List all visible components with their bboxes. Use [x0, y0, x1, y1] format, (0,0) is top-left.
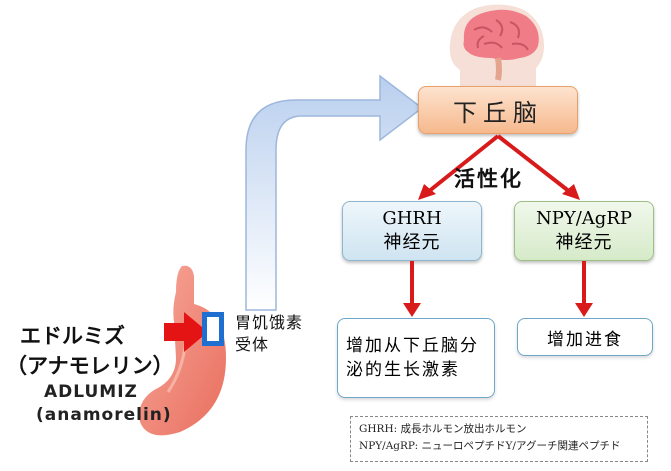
npy-down-arrow	[575, 261, 593, 317]
outcome-food-intake-box: 增加进食	[517, 318, 653, 356]
activation-label: 活性化	[454, 167, 523, 191]
receptor-line1: 胃饥饿素	[235, 313, 304, 332]
ghrh-neuron-box: GHRH 神经元	[342, 201, 482, 261]
legend-ghrh: GHRH: 成長ホルモン放出ホルモン	[359, 423, 527, 435]
drug-name-japanese: エドルミズ	[20, 324, 125, 348]
activation-arrows	[418, 134, 580, 200]
legend-npy-agrp: NPY/AgRP: ニューロペプチドY/アグーチ関連ペプチド	[359, 440, 621, 452]
hypothalamus-label: 下丘脑	[453, 98, 543, 127]
hypothalamus-box: 下丘脑	[418, 86, 578, 134]
outcome-growth-hormone-box: 增加从下丘脑分泌的生长激素	[337, 318, 495, 398]
ghrelin-receptor-marker	[202, 312, 224, 346]
brain-head-illustration	[449, 4, 544, 92]
npy-agrp-neuron-label: 神经元	[555, 232, 613, 253]
blue-pathway-arrow	[245, 74, 424, 311]
npy-agrp-neuron-box: NPY/AgRP 神经元	[514, 201, 654, 261]
outcome-food-intake-text: 增加进食	[547, 329, 623, 350]
receptor-line2: 受体	[235, 335, 270, 354]
ghrh-down-arrow	[403, 261, 421, 317]
drug-generic-japanese: （アナモレリン）	[6, 354, 174, 378]
npy-agrp-label: NPY/AgRP	[536, 208, 632, 229]
ghrh-label: GHRH	[382, 208, 442, 229]
ghrh-neuron-label: 神经元	[383, 232, 441, 253]
outcome-growth-hormone-text: 增加从下丘脑分泌的生长激素	[346, 336, 479, 380]
abbreviation-legend: GHRH: 成長ホルモン放出ホルモン NPY/AgRP: ニューロペプチドY/ア…	[350, 416, 648, 462]
drug-to-receptor-arrow	[164, 312, 208, 352]
drug-brand-name: ADLUMIZ	[44, 382, 138, 402]
ghrelin-receptor-label: 胃饥饿素 受体	[235, 312, 303, 356]
drug-generic-name: (anamorelin)	[36, 405, 172, 425]
